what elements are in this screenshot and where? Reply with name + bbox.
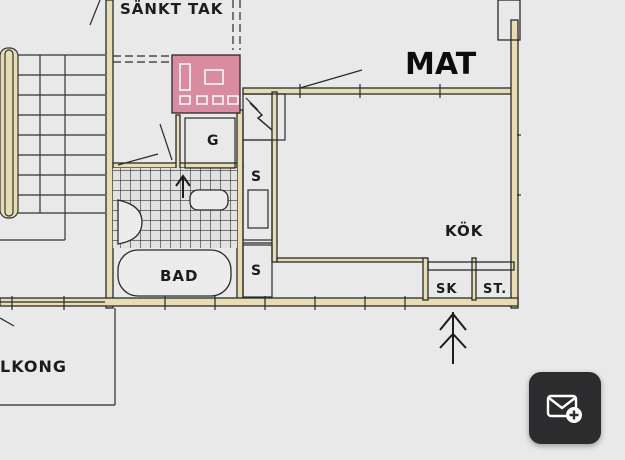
staircase [0, 47, 105, 241]
label-sk: SK [436, 282, 457, 297]
label-g: G [207, 133, 220, 149]
label-bad: BAD [160, 267, 199, 285]
mail-plus-icon [546, 394, 582, 423]
label-mat: MAT [405, 47, 477, 82]
electrical-panel [184, 93, 286, 169]
label-sankt-tak: SÄNKT TAK [120, 0, 224, 18]
highlighted-fixture [171, 54, 241, 114]
bath-arrow [175, 174, 191, 198]
label-s-bottom: S [251, 263, 262, 279]
add-mail-button[interactable] [529, 372, 601, 444]
label-balkong: LKONG [0, 357, 67, 376]
label-s-top: S [251, 169, 262, 185]
label-st: ST. [483, 282, 507, 297]
bathroom-fixtures [117, 189, 232, 297]
entrance-arrow [439, 312, 467, 364]
walls [0, 0, 521, 309]
label-kok: KÖK [445, 221, 484, 240]
wall-details [0, 0, 521, 406]
